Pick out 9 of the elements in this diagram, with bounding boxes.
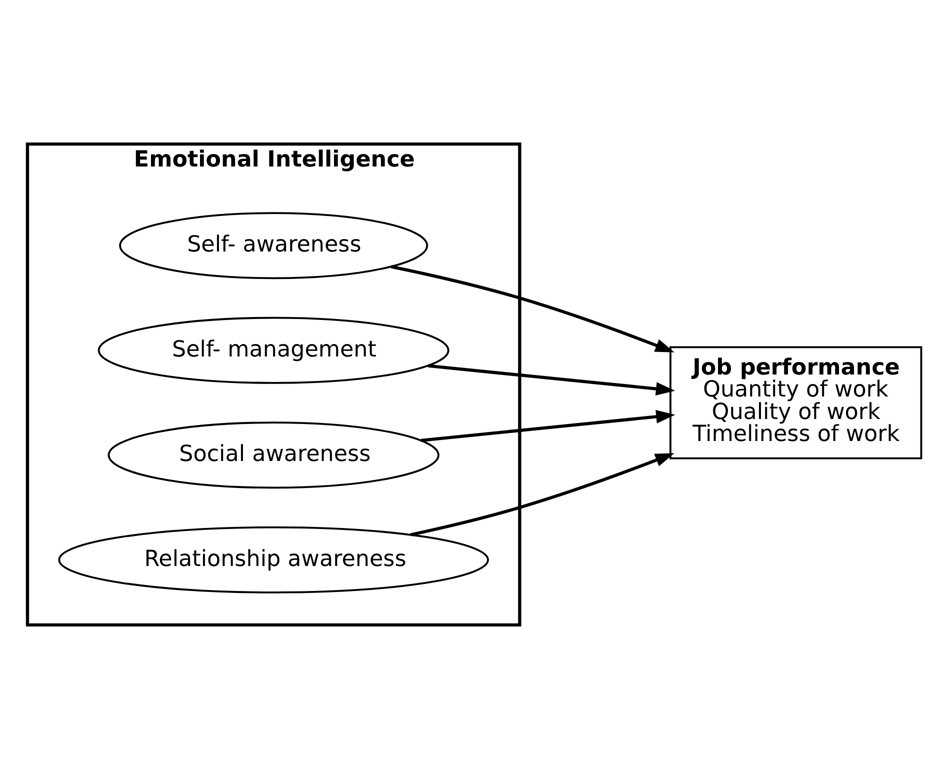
arrow: [420, 410, 676, 442]
arrow: [390, 265, 674, 352]
arrow: [410, 453, 674, 536]
node-ellipse: Self- management: [98, 316, 450, 384]
node-ellipse: Relationship awareness: [58, 526, 489, 594]
node-box: Job performance Quantity of work Quality of work Timeliness of work: [670, 346, 922, 460]
node-ellipse: Self- awareness: [119, 212, 428, 280]
node-ellipse: Social awareness: [108, 422, 440, 489]
arrow: [428, 364, 676, 396]
